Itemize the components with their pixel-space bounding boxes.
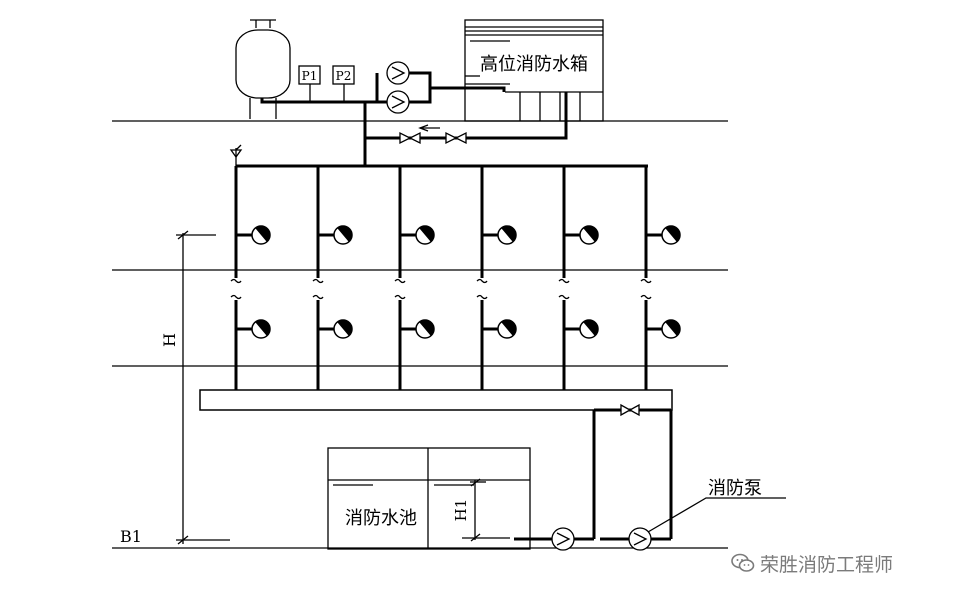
fire-pump-1 [551,527,575,551]
bottom-ring-main [199,389,673,411]
booster-pump-lower [386,90,410,114]
standpipe-risers [234,166,648,390]
fire-hydrant [661,225,681,245]
fire-hydrants-lower [251,319,681,339]
fire-hydrant [661,319,681,339]
fire-hydrant [579,319,599,339]
watermark-text: 荣胜消防工程师 [760,553,894,576]
booster-pump-upper [386,61,410,85]
exhaust-valve [229,144,243,166]
dimension-h1-label: H1 [452,499,470,522]
wechat-icon [731,553,755,572]
fire-hydrant [497,225,517,245]
fire-pump-2 [628,527,652,551]
pressure-switch-p1 [298,65,321,102]
dimension-h [176,230,230,545]
fire-pump-label: 消防泵 [708,478,762,499]
fire-hydrants-upper [251,225,681,245]
fire-hydrant [251,319,271,339]
check-valve-left [399,131,421,145]
pressure-tank [235,19,291,119]
high-level-water-tank [464,19,604,122]
watermark: 荣胜消防工程师 [730,546,940,580]
fire-water-pool [327,447,531,550]
hydrant-branches [236,233,662,331]
fire-hydrant [497,319,517,339]
fire-hydrant [333,319,353,339]
fire-pool-label: 消防水池 [345,508,417,529]
p2-label: P2 [336,69,352,83]
fire-hydrant [251,225,271,245]
p1-label: P1 [302,69,318,83]
b1-label: B1 [120,527,142,546]
floor-lines [112,120,728,549]
check-valve-right [445,131,467,145]
pressure-switch-p2 [332,65,355,102]
booster-pump-loop-right [409,71,432,104]
fire-hydrant [333,225,353,245]
fire-hydrant [579,225,599,245]
fire-pump-leader [647,497,786,533]
fire-hydrant [415,225,435,245]
bypass-check-valve [620,403,640,417]
tank-supply-pipe [430,86,506,92]
dimension-h1 [462,478,510,542]
tank-outlet-pipe [365,92,568,140]
riser-break-marks [230,278,652,300]
high-tank-label: 高位消防水箱 [480,54,588,75]
tank-pipe [260,98,388,104]
dimension-h-label: H [160,333,179,347]
fire-hydrant [415,319,435,339]
